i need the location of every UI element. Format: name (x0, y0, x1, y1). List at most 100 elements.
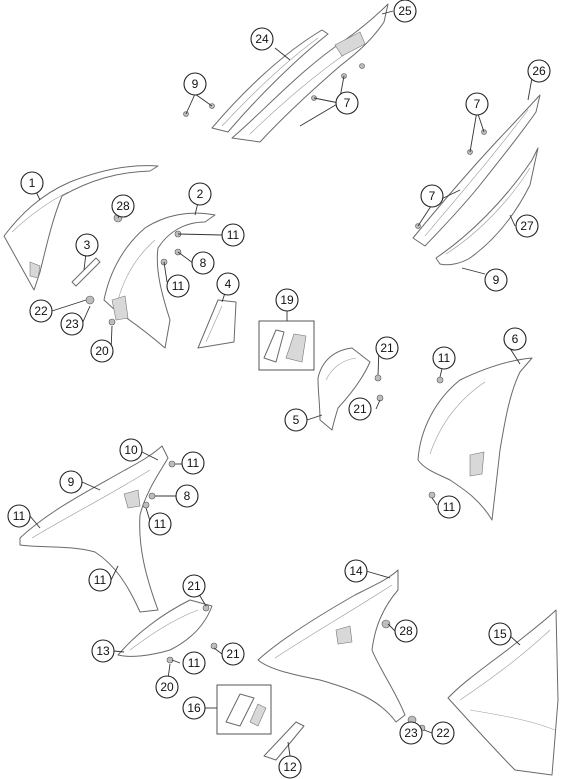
callout-20: 20 (155, 675, 179, 699)
svg-text:22: 22 (436, 726, 450, 740)
part-16-kit (216, 684, 272, 735)
svg-text:16: 16 (187, 701, 201, 715)
part-24 (211, 29, 329, 133)
part-27 (435, 147, 539, 266)
svg-text:19: 19 (280, 293, 294, 307)
callout-8: 8 (175, 484, 199, 508)
svg-text:21: 21 (353, 402, 367, 416)
svg-text:21: 21 (226, 647, 240, 661)
part-14 (257, 569, 406, 723)
svg-text:11: 11 (188, 656, 201, 670)
svg-text:8: 8 (200, 256, 207, 270)
svg-text:7: 7 (429, 189, 436, 203)
callout-20: 20 (90, 339, 114, 363)
callout-22: 22 (29, 299, 53, 323)
svg-text:11: 11 (154, 517, 167, 531)
svg-text:22: 22 (34, 304, 48, 318)
part-3 (71, 257, 101, 287)
callout-4: 4 (216, 272, 240, 296)
part-2 (103, 212, 216, 349)
callout-11: 11 (181, 451, 205, 475)
callout-12: 12 (278, 755, 302, 779)
svg-text:25: 25 (398, 4, 412, 18)
svg-text:28: 28 (116, 199, 130, 213)
part-15 (447, 609, 559, 776)
svg-text:7: 7 (474, 97, 481, 111)
callout-23: 23 (60, 312, 84, 336)
callout-21: 21 (182, 574, 206, 598)
svg-text:21: 21 (187, 579, 201, 593)
callout-23: 23 (399, 721, 423, 745)
svg-text:2: 2 (197, 187, 204, 201)
callout-11: 11 (437, 495, 461, 519)
callout-9: 9 (484, 268, 508, 292)
svg-text:27: 27 (520, 219, 534, 233)
svg-text:8: 8 (184, 489, 191, 503)
callout-9: 9 (183, 72, 207, 96)
callout-10: 10 (119, 438, 143, 462)
svg-text:28: 28 (399, 624, 413, 638)
callout-11: 11 (182, 651, 206, 675)
svg-text:4: 4 (225, 277, 232, 291)
svg-text:1: 1 (29, 176, 36, 190)
part-13 (117, 599, 213, 657)
callout-21: 21 (348, 397, 372, 421)
callout-1: 1 (20, 171, 44, 195)
part-6 (417, 357, 533, 521)
callout-8: 8 (191, 251, 215, 275)
callout-6: 6 (503, 327, 527, 351)
callout-14: 14 (344, 559, 368, 583)
callout-11: 11 (221, 223, 245, 247)
svg-text:11: 11 (438, 351, 451, 365)
callout-27: 27 (515, 214, 539, 238)
callout-15: 15 (488, 622, 512, 646)
callout-25: 25 (393, 0, 417, 23)
part-26 (412, 94, 541, 247)
svg-text:9: 9 (493, 273, 500, 287)
part-12 (263, 721, 305, 761)
part-25 (231, 3, 389, 143)
svg-text:11: 11 (172, 279, 185, 293)
callout-11: 11 (432, 346, 456, 370)
part-19-kit (258, 320, 315, 371)
callout-21: 21 (221, 642, 245, 666)
callout-7: 7 (465, 92, 489, 116)
svg-text:24: 24 (255, 32, 269, 46)
svg-text:11: 11 (227, 228, 240, 242)
svg-text:10: 10 (124, 443, 138, 457)
callout-7: 7 (335, 91, 359, 115)
svg-text:11: 11 (443, 500, 456, 514)
svg-text:20: 20 (95, 344, 109, 358)
part-10 (19, 445, 169, 613)
callout-22: 22 (431, 721, 455, 745)
callout-28: 28 (394, 619, 418, 643)
svg-text:5: 5 (293, 413, 300, 427)
callout-13: 13 (91, 639, 115, 663)
callout-11: 11 (7, 504, 31, 528)
svg-text:20: 20 (160, 680, 174, 694)
callout-26: 26 (527, 59, 551, 83)
callout-11: 11 (88, 568, 112, 592)
part-4 (197, 299, 237, 349)
svg-text:23: 23 (65, 317, 79, 331)
svg-text:9: 9 (68, 475, 75, 489)
svg-text:14: 14 (349, 564, 363, 578)
callout-28: 28 (111, 194, 135, 218)
svg-text:23: 23 (404, 726, 418, 740)
callout-2: 2 (188, 182, 212, 206)
callout-24: 24 (250, 27, 274, 51)
svg-text:11: 11 (13, 509, 26, 523)
callout-9: 9 (59, 470, 83, 494)
svg-text:15: 15 (493, 627, 507, 641)
callout-7: 7 (420, 184, 444, 208)
svg-text:11: 11 (187, 456, 200, 470)
callout-21: 21 (375, 336, 399, 360)
callout-19: 19 (275, 288, 299, 312)
part-5 (317, 347, 371, 431)
leader-lines (29, 10, 533, 757)
svg-text:6: 6 (512, 332, 519, 346)
svg-text:21: 21 (380, 341, 394, 355)
callout-3: 3 (75, 233, 99, 257)
svg-text:9: 9 (192, 77, 199, 91)
part-1 (3, 165, 159, 291)
